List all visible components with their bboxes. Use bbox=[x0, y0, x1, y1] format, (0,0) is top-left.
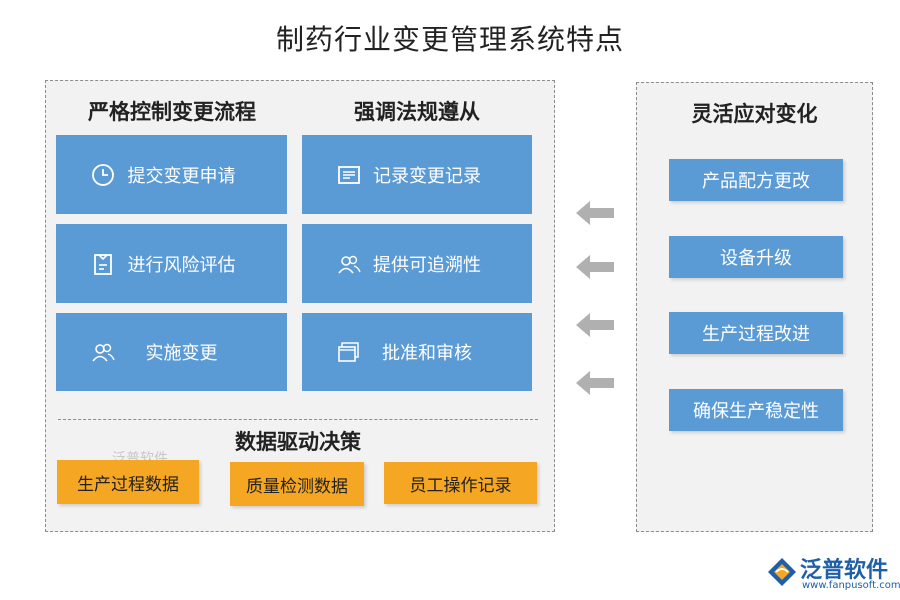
approve-review-label: 批准和审核 bbox=[382, 343, 472, 364]
traceability-label: 提供可追溯性 bbox=[373, 254, 481, 276]
col2-heading: 强调法规遵从 bbox=[354, 99, 480, 124]
record-icon bbox=[338, 165, 360, 184]
clock-icon bbox=[92, 163, 114, 186]
logo-url: www.fanpusoft.com bbox=[802, 580, 900, 591]
col1-heading: 严格控制变更流程 bbox=[88, 99, 256, 124]
data-item-operator: 员工操作记录 bbox=[384, 462, 537, 504]
approve-review-box: 批准和审核 bbox=[302, 313, 532, 391]
right-heading: 灵活应对变化 bbox=[691, 101, 818, 126]
data-item-production: 生产过程数据 bbox=[57, 460, 199, 504]
submit-change-box: 提交变更申请 bbox=[56, 135, 287, 214]
left-arrow-icon bbox=[576, 255, 614, 279]
section-divider bbox=[58, 419, 538, 420]
brand-logo: 泛普软件 www.fanpusoft.com bbox=[764, 552, 900, 594]
left-arrow-icon bbox=[576, 201, 614, 225]
traceability-box: 提供可追溯性 bbox=[302, 224, 532, 303]
risk-assessment-label: 进行风险评估 bbox=[127, 254, 236, 276]
page-title: 制药行业变更管理系统特点 bbox=[275, 23, 624, 56]
people-icon bbox=[92, 343, 115, 362]
logo-icon bbox=[768, 558, 796, 586]
right-item-equipment: 设备升级 bbox=[669, 236, 843, 278]
implement-change-box: 实施变更 bbox=[56, 313, 287, 391]
implement-change-label: 实施变更 bbox=[145, 343, 218, 364]
submit-change-label: 提交变更申请 bbox=[127, 165, 236, 187]
record-change-label: 记录变更记录 bbox=[373, 165, 481, 187]
risk-assessment-box: 进行风险评估 bbox=[56, 224, 287, 303]
people-icon bbox=[338, 255, 361, 274]
left-arrow-icon bbox=[576, 371, 614, 395]
data-item-quality: 质量检测数据 bbox=[230, 462, 364, 506]
clipboard-icon bbox=[94, 253, 112, 275]
windows-icon bbox=[338, 342, 359, 362]
record-change-box: 记录变更记录 bbox=[302, 135, 532, 214]
right-item-stability: 确保生产稳定性 bbox=[669, 389, 843, 431]
left-arrow-icon bbox=[576, 313, 614, 337]
data-decision-heading: 数据驱动决策 bbox=[235, 429, 361, 454]
logo-name: 泛普软件 bbox=[800, 558, 889, 583]
right-panel bbox=[636, 82, 873, 532]
right-item-formula: 产品配方更改 bbox=[669, 159, 843, 201]
right-item-process: 生产过程改进 bbox=[669, 312, 843, 354]
